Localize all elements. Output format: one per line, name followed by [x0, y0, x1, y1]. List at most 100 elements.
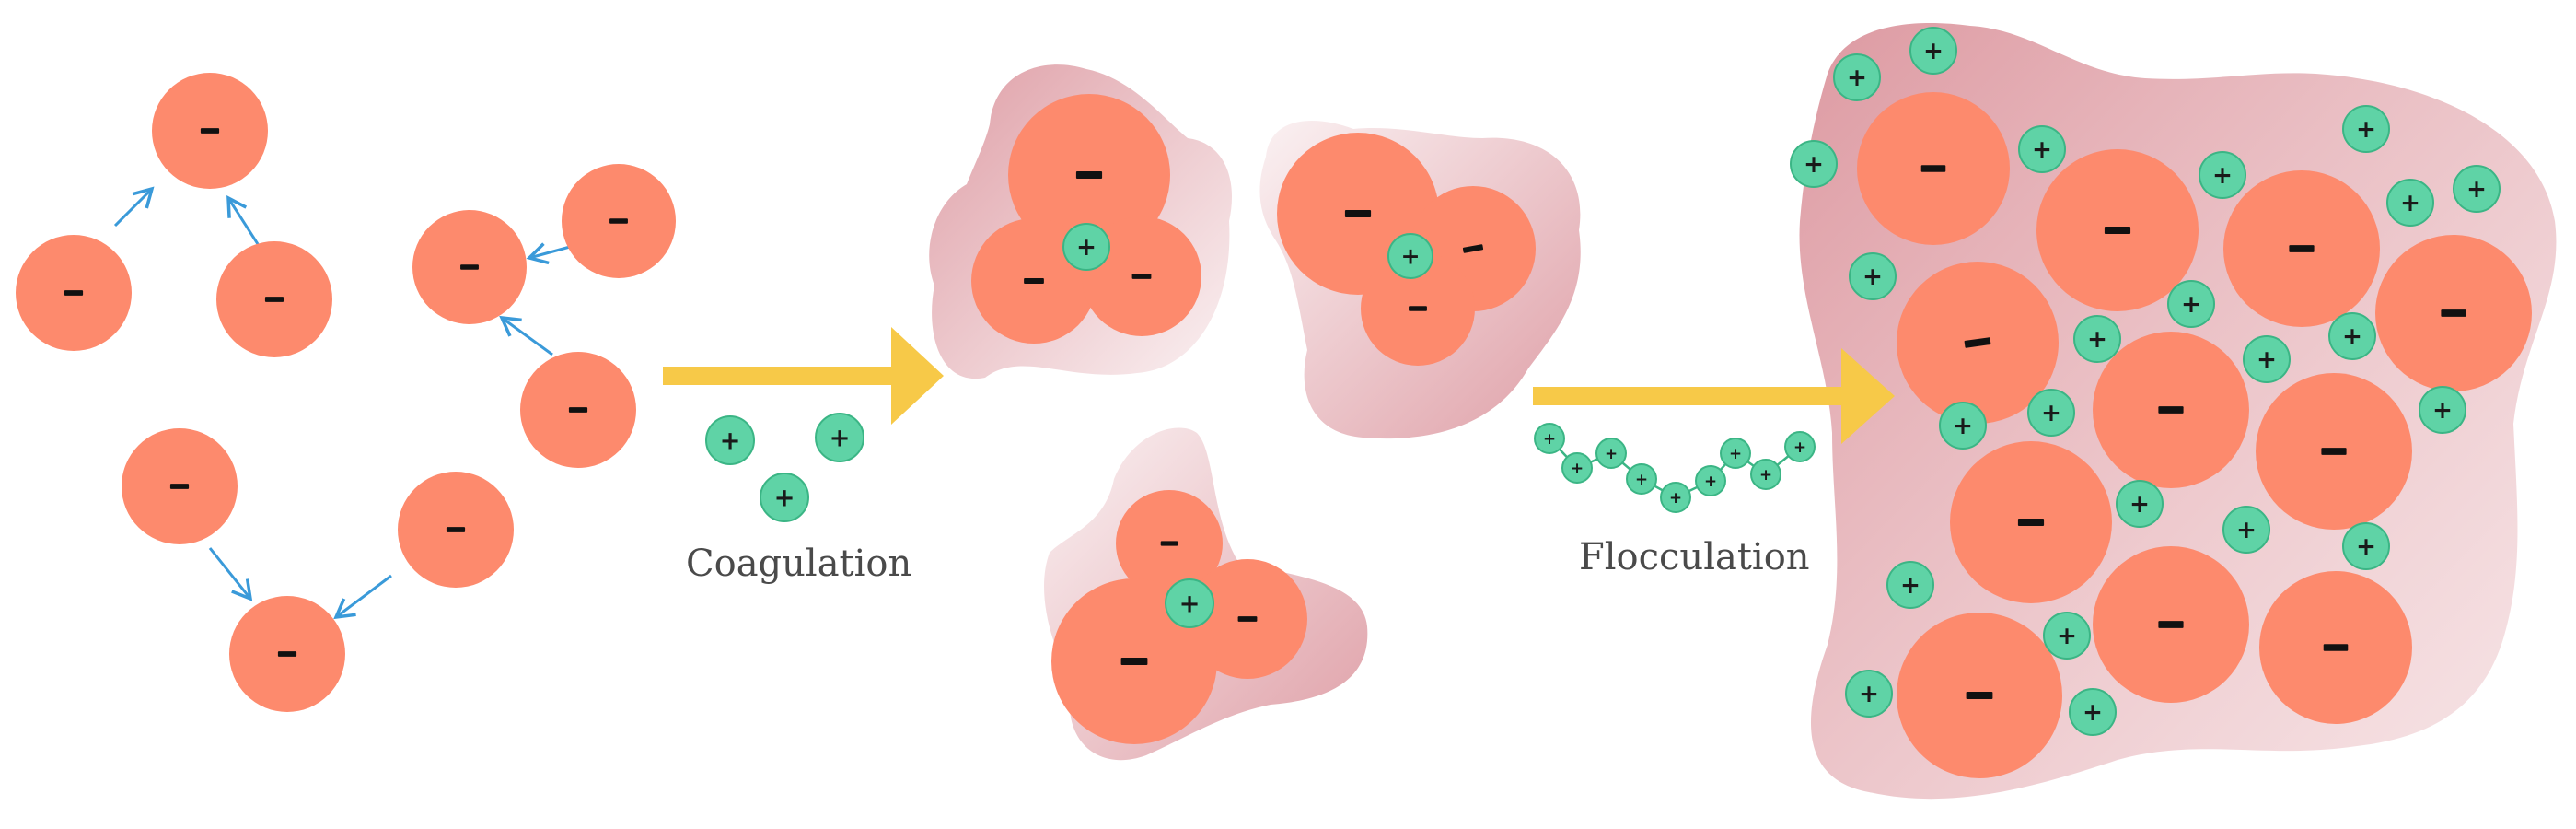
negative-particle: − [2093, 332, 2249, 488]
ion-body [2199, 151, 2246, 199]
positive-ion: + [2199, 151, 2246, 199]
negative-particle: − [229, 596, 345, 712]
positive-charge-sign: + [2129, 491, 2150, 519]
ion-body [2419, 386, 2466, 434]
positive-ion: + [1387, 233, 1433, 279]
positive-charge-sign: + [2356, 116, 2376, 144]
positive-ion: + [2027, 389, 2075, 437]
positive-charge-sign: + [1859, 681, 1879, 708]
ion-body [760, 473, 809, 522]
positive-charge-sign: + [1605, 444, 1618, 462]
negative-charge-sign [1120, 657, 1148, 666]
negative-charge-sign [1344, 210, 1372, 217]
negative-particle: − [562, 164, 676, 278]
attraction-arrow [226, 195, 260, 245]
positive-ion: + [1561, 452, 1593, 484]
ion-body [1909, 27, 1957, 75]
ion-body [1595, 438, 1627, 469]
ion-body [1939, 402, 1987, 450]
positive-ion: + [1595, 438, 1627, 469]
negative-charge-sign [64, 290, 84, 296]
negative-charge-sign [460, 264, 479, 270]
negative-particle: − [2259, 571, 2412, 724]
positive-ion: + [1909, 27, 1957, 75]
positive-charge-sign: + [2083, 699, 2103, 727]
positive-charge-sign: + [2181, 291, 2201, 319]
positive-charge-sign: + [1635, 470, 1648, 488]
ion-body [1790, 140, 1838, 188]
positive-charge-sign: + [1900, 572, 1920, 600]
positive-ion: + [1886, 561, 1934, 609]
positive-charge-sign: + [2087, 326, 2107, 354]
positive-ion: + [2116, 480, 2164, 528]
positive-ion: + [1784, 431, 1816, 462]
negative-charge-sign [2441, 309, 2466, 317]
positive-ion: + [2386, 179, 2434, 227]
positive-charge-sign: + [2032, 136, 2052, 164]
positive-charge-sign: + [1571, 459, 1584, 477]
process-arrows [663, 327, 1895, 444]
negative-particle: − [122, 428, 238, 544]
negative-charge-sign [609, 218, 628, 224]
positive-charge-sign: + [1669, 488, 1682, 507]
negative-particle: − [2256, 373, 2412, 530]
negative-particle: − [1116, 490, 1223, 597]
ion-body [2342, 522, 2390, 570]
negative-charge-sign [1075, 171, 1103, 179]
negative-particle: − [1082, 216, 1201, 336]
ion-body [2243, 335, 2291, 383]
positive-charge-sign: + [2342, 323, 2362, 351]
positive-charge-sign: + [2041, 400, 2061, 427]
negative-charge-sign [1024, 277, 1044, 285]
positive-charge-sign: + [1543, 429, 1556, 448]
negative-charge-sign [2158, 406, 2184, 414]
negative-particle: − [1008, 94, 1170, 256]
ion-body [1833, 53, 1881, 101]
ion-body [815, 413, 864, 462]
positive-ion: + [1660, 482, 1691, 513]
negative-charge-sign [2017, 519, 2045, 526]
coagulation-label: Coagulation [686, 543, 911, 585]
positive-ion: + [2419, 386, 2466, 434]
positive-ion: + [2342, 522, 2390, 570]
negative-particle: − [1897, 613, 2062, 778]
positive-ion: + [1165, 578, 1214, 628]
positive-charge-sign: + [1076, 234, 1097, 262]
negative-charge-sign [277, 651, 297, 657]
positive-charge-sign: + [2400, 190, 2420, 217]
ion-body [1165, 578, 1214, 628]
negative-charge-sign [1237, 616, 1258, 622]
positive-charge-sign: + [1793, 438, 1806, 456]
positive-ion: + [2342, 105, 2390, 153]
positive-charge-sign: + [720, 426, 741, 455]
negative-charge-sign [1966, 691, 1993, 700]
negative-charge-sign [1920, 165, 1946, 172]
positive-charge-sign: + [2257, 346, 2277, 374]
ion-body [1695, 465, 1726, 496]
positive-ion: + [1833, 53, 1881, 101]
flocculation-label: Flocculation [1579, 536, 1810, 578]
negative-charge-sign [1160, 541, 1178, 546]
positive-ion: + [1695, 465, 1726, 496]
positive-ion: + [2069, 688, 2117, 736]
attraction-arrow [333, 574, 392, 620]
positive-ion: + [2043, 612, 2091, 660]
positive-ion: + [1939, 402, 1987, 450]
positive-charge-sign: + [1179, 590, 1201, 618]
negative-particle: − [2036, 149, 2199, 311]
ion-body [2027, 389, 2075, 437]
negative-charge-sign [2321, 448, 2347, 455]
ion-body [2167, 280, 2215, 328]
positive-ion: + [1750, 459, 1781, 490]
ion-body [2018, 125, 2066, 173]
positive-ion: + [1062, 223, 1110, 271]
negative-charge-sign [2158, 621, 2184, 628]
positive-ion: + [1720, 438, 1751, 469]
free-particles: −−−−−−−−− [16, 73, 676, 712]
ion-body [1750, 459, 1781, 490]
positive-charge-sign: + [774, 484, 795, 512]
ion-body [2386, 179, 2434, 227]
ion-body [1387, 233, 1433, 279]
ion-body [705, 415, 755, 465]
